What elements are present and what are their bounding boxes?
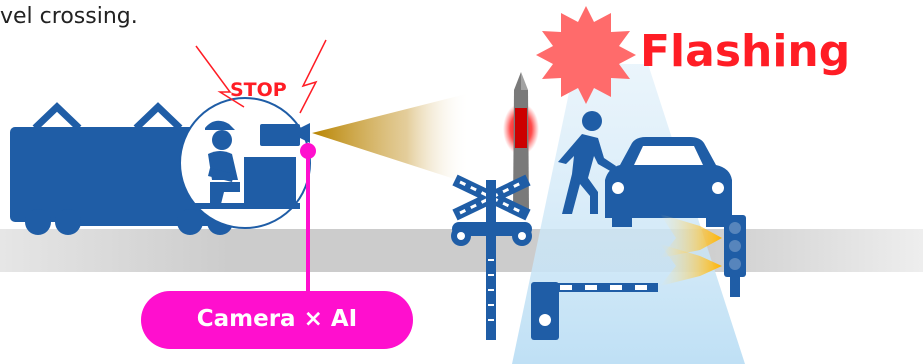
camera-ai-badge: Camera × AI — [141, 291, 413, 349]
caption-text: vel crossing. — [0, 4, 138, 29]
stop-spark-right — [300, 40, 326, 113]
flashing-label: Flashing — [640, 26, 850, 77]
camera-ai-label: Camera × AI — [141, 306, 413, 332]
camera-connector-dot — [300, 143, 316, 159]
traffic-signal-icon — [724, 215, 746, 297]
camera-beam — [312, 93, 470, 184]
stop-label: STOP — [230, 79, 287, 101]
